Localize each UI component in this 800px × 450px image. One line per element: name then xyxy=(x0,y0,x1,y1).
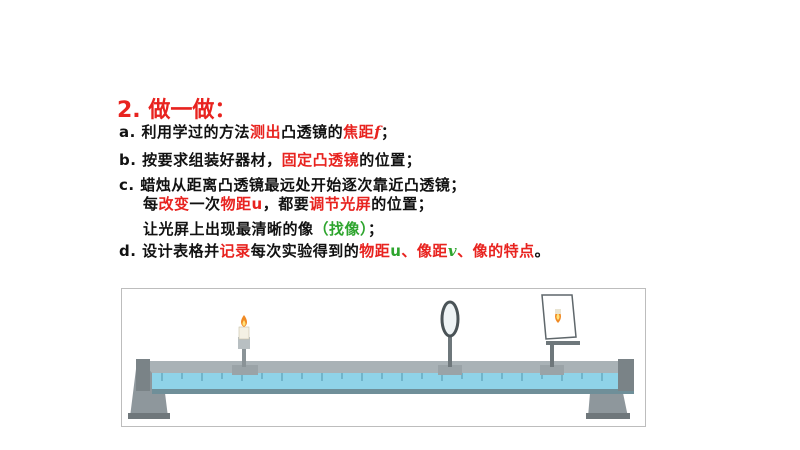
step-b-text: b. 按要求组装好器材， xyxy=(119,151,282,169)
convex-lens xyxy=(438,300,462,375)
step-c3-end: ； xyxy=(368,220,384,238)
object-distance-label: 物距 xyxy=(359,242,391,260)
step-a-end: ； xyxy=(381,123,397,141)
step-c2-text: 每 xyxy=(143,195,159,213)
image-distance-label: 、像距 xyxy=(401,242,448,260)
step-b-text-2: 的位置； xyxy=(359,151,422,169)
step-c3-text: 让光屏上出现最清晰的像 xyxy=(143,220,314,238)
optical-bench-illustration xyxy=(128,294,634,419)
step-a: a. 利用学过的方法测出凸透镜的焦距f； xyxy=(119,121,397,142)
step-c-line-2: 每改变一次物距u，都要调节光屏的位置； xyxy=(143,193,433,214)
bench-left-foot xyxy=(128,413,170,419)
step-b: b. 按要求组装好器材，固定凸透镜的位置； xyxy=(119,149,421,170)
step-c: c. 蜡烛从距离凸透镜最远处开始逐次靠近凸透镜； xyxy=(119,174,466,195)
step-d-end: 。 xyxy=(534,242,551,260)
rail-left-cap xyxy=(136,359,150,391)
rail-right-cap xyxy=(618,359,634,391)
focal-length-symbol: f xyxy=(374,123,382,141)
image-distance-symbol: v xyxy=(447,242,458,260)
candle xyxy=(232,315,258,375)
step-c-text: c. 蜡烛从距离凸透镜最远处开始逐次靠近凸透镜； xyxy=(119,176,466,194)
optical-bench-figure xyxy=(121,288,646,427)
step-c2-highlight-2: 物距u xyxy=(220,195,263,213)
step-c2-text-3: ，都要 xyxy=(262,195,310,213)
step-a-text: a. 利用学过的方法 xyxy=(119,123,251,141)
step-d: d. 设计表格并记录每次实验得到的物距u、像距v、像的特点。 xyxy=(119,240,550,261)
step-c2-text-2: 一次 xyxy=(189,195,221,213)
bench-right-foot xyxy=(586,413,630,419)
step-a-highlight: 测出 xyxy=(250,123,282,141)
step-a-text-2: 凸透镜的 xyxy=(281,123,344,141)
step-d-text: d. 设计表格并 xyxy=(119,242,220,260)
step-c2-highlight-3: 调节光屏 xyxy=(309,195,372,213)
step-b-highlight: 固定凸透镜 xyxy=(281,151,360,169)
step-c2-highlight: 改变 xyxy=(158,195,190,213)
step-a-highlight-2: 焦距 xyxy=(343,123,375,141)
image-features-label: 、像的特点 xyxy=(457,242,535,260)
object-distance-symbol: u xyxy=(390,242,402,260)
rail-top xyxy=(142,361,634,373)
step-c-line-3: 让光屏上出现最清晰的像（找像）； xyxy=(143,218,384,239)
rail-scale xyxy=(152,373,634,389)
step-c2-text-4: 的位置； xyxy=(371,195,434,213)
step-d-text-2: 每次实验得到的 xyxy=(250,242,360,260)
step-c3-highlight: （找像） xyxy=(313,220,369,238)
light-screen xyxy=(540,294,580,375)
section-title: 2. 做一做： xyxy=(117,98,237,123)
rail-bottom xyxy=(152,389,634,394)
step-d-highlight: 记录 xyxy=(219,242,251,260)
